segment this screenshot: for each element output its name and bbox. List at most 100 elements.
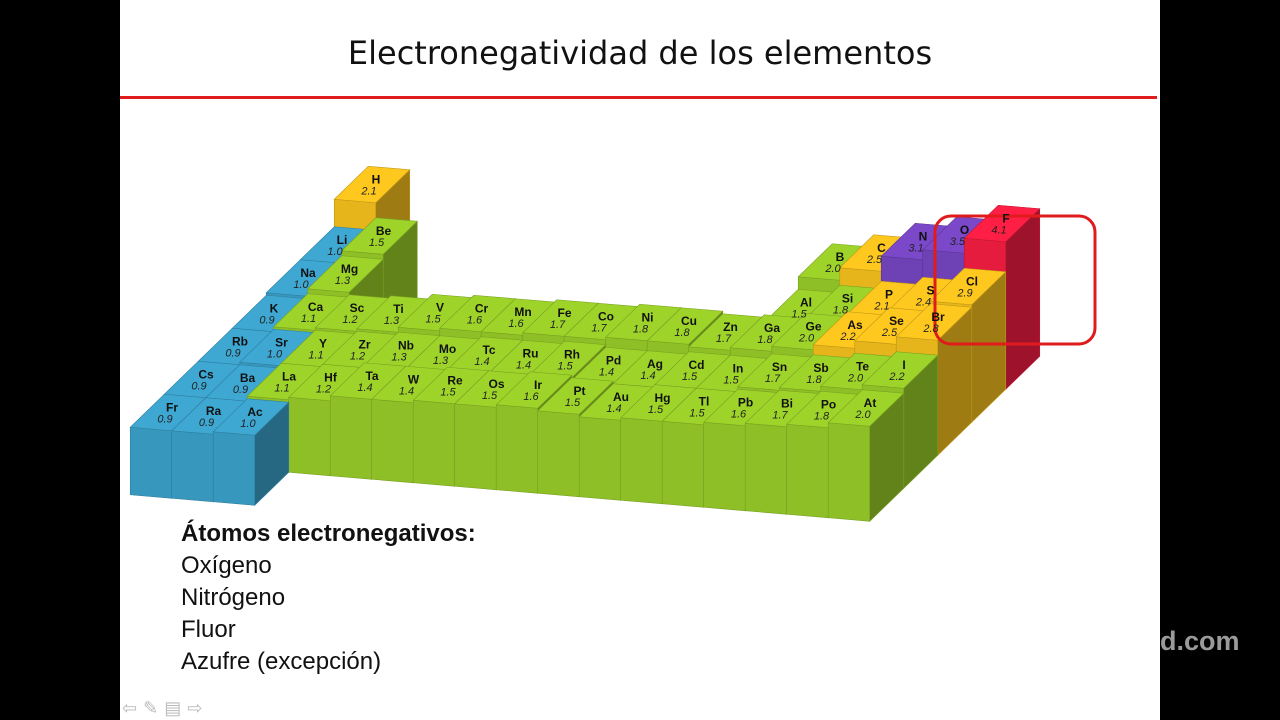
element-symbol: B: [836, 250, 845, 264]
element-value: 1.5: [723, 375, 739, 387]
element-block-At: [827, 389, 905, 522]
element-symbol: H: [372, 173, 381, 187]
element-label-Mo: Mo1.3: [433, 342, 456, 367]
blocks-layer: [129, 165, 1041, 522]
slide-title: Electronegatividad de los elementos: [347, 34, 933, 72]
element-label-I: I2.2: [888, 358, 905, 383]
element-symbol: Re: [447, 374, 463, 388]
element-value: 1.7: [765, 373, 781, 385]
element-value: 1.4: [357, 382, 372, 394]
element-symbol: C: [877, 241, 886, 255]
element-value: 1.7: [591, 323, 607, 335]
element-symbol: Ag: [647, 357, 663, 371]
block-front-face: [661, 420, 705, 508]
element-label-Be: Be1.5: [369, 224, 392, 249]
element-symbol: Ru: [523, 347, 539, 361]
element-value: 1.7: [772, 410, 788, 422]
element-value: 0.9: [233, 384, 248, 396]
element-value: 1.5: [482, 390, 498, 402]
element-symbol: La: [282, 370, 296, 384]
element-label-Tl: Tl1.5: [689, 395, 709, 420]
element-value: 1.6: [467, 315, 483, 327]
block-front-face: [786, 423, 829, 519]
block-front-face: [703, 421, 746, 512]
block-top-face: [929, 267, 1007, 306]
element-label-Al: Al1.5: [791, 296, 812, 321]
element-label-O: O3.5: [950, 223, 969, 248]
element-label-Ca: Ca1.1: [301, 300, 324, 325]
element-symbol: Sr: [275, 336, 288, 350]
element-symbol: O: [960, 223, 969, 237]
title-divider: [120, 96, 1157, 99]
element-symbol: Te: [856, 360, 869, 374]
notes-list: Átomos electronegativos: Oxígeno Nitróge…: [181, 518, 476, 678]
element-symbol: Mo: [439, 342, 456, 356]
block-front-face: [827, 422, 871, 522]
element-value: 1.4: [599, 367, 614, 379]
pen-icon[interactable]: ✎: [143, 698, 159, 718]
element-label-Zn: Zn1.7: [716, 320, 738, 345]
element-symbol: Cd: [689, 358, 705, 372]
element-value: 2.8: [922, 323, 939, 335]
element-value: 2.0: [824, 263, 841, 275]
element-value: 1.2: [350, 351, 365, 363]
element-value: 1.3: [335, 275, 351, 287]
element-symbol: Pb: [738, 396, 753, 410]
next-arrow-icon[interactable]: ⇨: [187, 698, 203, 718]
notes-icon[interactable]: ▤: [164, 698, 182, 718]
element-value: 2.2: [888, 371, 904, 383]
element-symbol: V: [436, 301, 444, 315]
element-label-Po: Po1.8: [814, 398, 836, 423]
element-value: 1.8: [814, 411, 830, 423]
element-symbol: Se: [889, 314, 904, 328]
block-front-face: [744, 422, 788, 515]
element-symbol: S: [926, 284, 934, 298]
element-value: 1.0: [240, 418, 256, 430]
element-symbol: Li: [337, 233, 348, 247]
element-label-Rh: Rh1.5: [557, 348, 580, 373]
block-front-face: [578, 416, 622, 501]
element-symbol: Be: [376, 224, 392, 238]
element-value: 1.1: [274, 383, 289, 395]
element-label-Co: Co1.7: [591, 310, 614, 335]
element-symbol: Al: [800, 296, 812, 310]
element-value: 2.0: [847, 373, 864, 385]
element-symbol: Ga: [764, 321, 780, 335]
element-label-Nb: Nb1.3: [391, 339, 414, 364]
element-symbol: Ba: [240, 371, 256, 385]
element-symbol: Ni: [642, 311, 654, 325]
element-symbol: Pt: [574, 384, 586, 398]
element-label-Cs: Cs0.9: [191, 368, 214, 393]
element-label-Hg: Hg1.5: [648, 391, 671, 416]
element-value: 1.5: [369, 237, 385, 249]
element-symbol: Cs: [198, 368, 214, 382]
element-symbol: Au: [613, 390, 629, 404]
element-value: 1.1: [308, 350, 323, 362]
element-label-Cd: Cd1.5: [682, 358, 705, 383]
block-top-face: [341, 217, 418, 255]
element-value: 1.4: [640, 370, 655, 382]
block-front-face: [171, 430, 214, 503]
note-item: Oxígeno: [181, 552, 272, 579]
element-label-Rb: Rb0.9: [225, 335, 248, 360]
element-value: 1.8: [806, 374, 822, 386]
element-label-Ir: Ir1.6: [523, 378, 542, 403]
element-value: 1.5: [565, 397, 581, 409]
element-value: 1.2: [316, 384, 331, 396]
element-label-Mn: Mn1.6: [508, 305, 531, 330]
element-symbol: Rh: [564, 348, 580, 362]
block-top-face: [963, 204, 1041, 243]
element-label-W: W1.4: [399, 373, 420, 398]
element-symbol: Zn: [723, 320, 738, 334]
prev-arrow-icon[interactable]: ⇦: [122, 698, 138, 718]
block-front-face: [329, 395, 373, 480]
element-label-Sn: Sn1.7: [765, 360, 787, 385]
element-label-Ta: Ta1.4: [357, 369, 379, 394]
element-symbol: Fe: [557, 306, 571, 320]
watermark: d.com: [1160, 626, 1240, 656]
block-front-face: [412, 399, 456, 487]
element-symbol: Cl: [966, 275, 978, 289]
block-top-face: [646, 307, 724, 345]
element-value: 1.4: [606, 403, 621, 415]
block-front-face: [129, 426, 173, 499]
